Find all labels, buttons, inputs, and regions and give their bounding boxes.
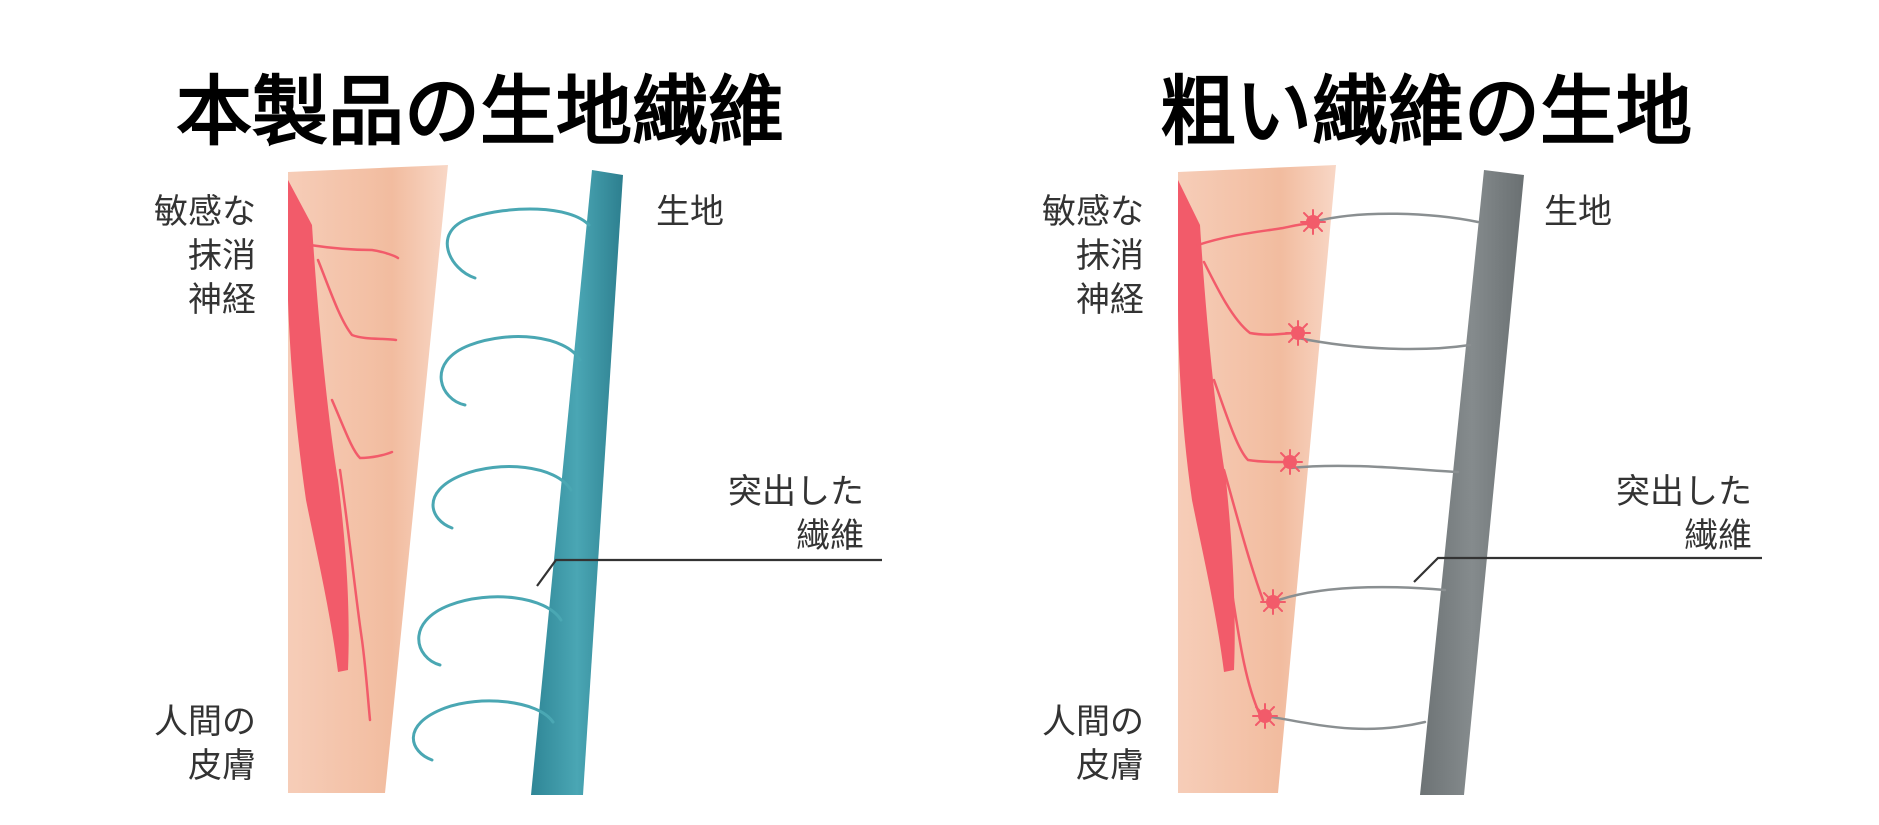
protruding-fiber-label: 突出した 繊維 [1616, 472, 1752, 556]
skin-layer [288, 165, 448, 793]
irritation-burst [1252, 703, 1278, 729]
nerve-label: 敏感な 抹消 神経 [1042, 192, 1144, 320]
fine-fabric-diagram [288, 165, 882, 795]
nerve-irritation-bursts [1252, 209, 1326, 729]
panel-coarse-fabric: 粗い繊維の生地 [888, 0, 1828, 825]
irritation-burst [1300, 209, 1326, 235]
skin-label: 人間の 皮膚 [1042, 702, 1144, 786]
nerve-branches [1196, 222, 1308, 717]
fiber-leader-line [1413, 556, 1762, 583]
fine-fibers [411, 207, 591, 762]
nerve-branches [308, 243, 400, 722]
panel-fine-fabric: 本製品の生地繊維 [154, 67, 882, 795]
irritation-burst [1260, 589, 1286, 615]
fabric-strip [1420, 170, 1524, 795]
fabric-strip [531, 170, 623, 795]
nerve-trunk [1178, 180, 1235, 672]
irritation-burst [1285, 320, 1311, 346]
skin-layer [1178, 165, 1336, 793]
irritation-burst [1277, 449, 1303, 475]
fabric-label: 生地 [1544, 192, 1612, 232]
coarse-fabric-diagram [1178, 165, 1762, 795]
nerve-label: 敏感な 抹消 神経 [154, 192, 256, 320]
fabric-label: 生地 [656, 192, 724, 232]
panel-title: 本製品の生地繊維 [176, 67, 784, 156]
coarse-fibers [1263, 212, 1480, 731]
nerve-trunk [288, 180, 349, 672]
panel-title: 粗い繊維の生地 [1160, 67, 1692, 156]
fiber-leader-line [536, 558, 882, 587]
protruding-fiber-label: 突出した 繊維 [728, 472, 864, 556]
skin-label: 人間の 皮膚 [154, 702, 256, 786]
